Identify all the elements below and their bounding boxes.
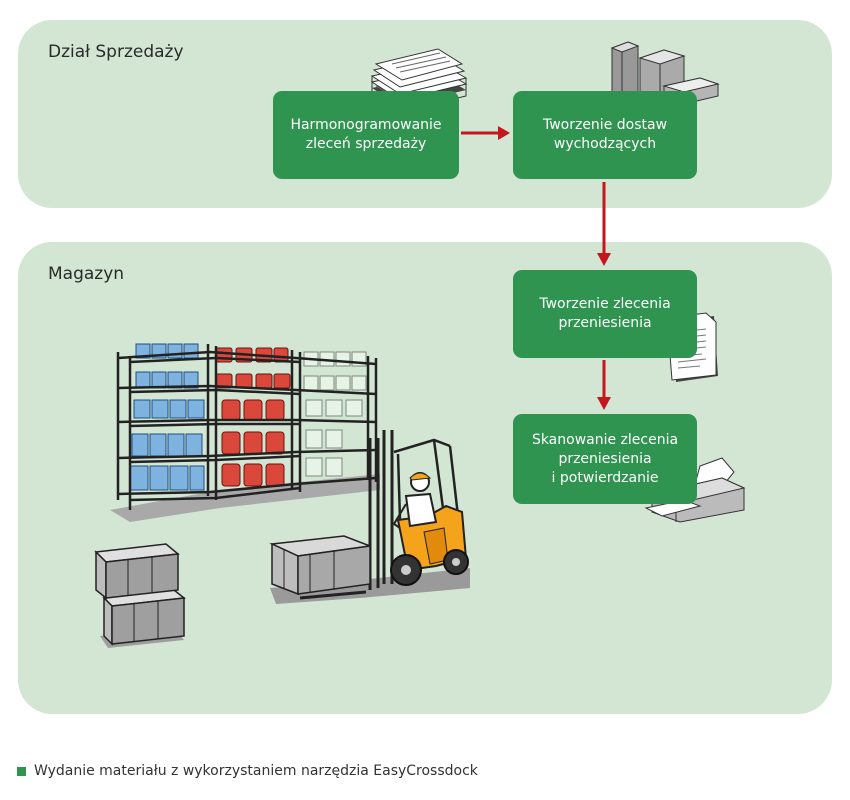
step-line: Harmonogramowanie	[290, 117, 442, 133]
warehouse-label: Magazyn	[48, 264, 125, 284]
step-create-transfer-order: Tworzenie zlecenia przeniesienia	[513, 270, 697, 358]
caption-text: Wydanie materiału z wykorzystaniem narzę…	[34, 763, 478, 779]
step-line: przeniesienia	[558, 315, 652, 331]
figure-caption: Wydanie materiału z wykorzystaniem narzę…	[17, 763, 478, 779]
sales-department-label: Dział Sprzedaży	[48, 42, 184, 62]
flow-arrow-3	[597, 360, 611, 410]
step-line: przeniesienia	[558, 450, 652, 467]
forklift-icon	[269, 430, 470, 604]
step-line: zleceń sprzedaży	[305, 136, 427, 152]
step-line: Tworzenie zlecenia	[539, 296, 671, 312]
step-line: wychodzących	[553, 136, 657, 152]
step-line: i potwierdzanie	[551, 469, 659, 486]
step-line: Tworzenie dostaw	[542, 117, 668, 133]
box-stack-icon	[94, 543, 186, 648]
step-schedule-sales-orders: Harmonogramowanie zleceń sprzedaży	[273, 91, 459, 179]
flow-arrow-2	[597, 182, 611, 266]
caption-bullet	[17, 766, 26, 776]
flow-arrow-1	[461, 126, 510, 140]
step-line: Skanowanie zlecenia	[531, 431, 679, 448]
step-scan-transfer-order: Skanowanie zlecenia przeniesienia i potw…	[513, 414, 697, 504]
shelving-icon	[110, 343, 380, 522]
step-create-outbound-deliveries: Tworzenie dostaw wychodzących	[513, 91, 697, 179]
packages-icon	[610, 41, 720, 107]
